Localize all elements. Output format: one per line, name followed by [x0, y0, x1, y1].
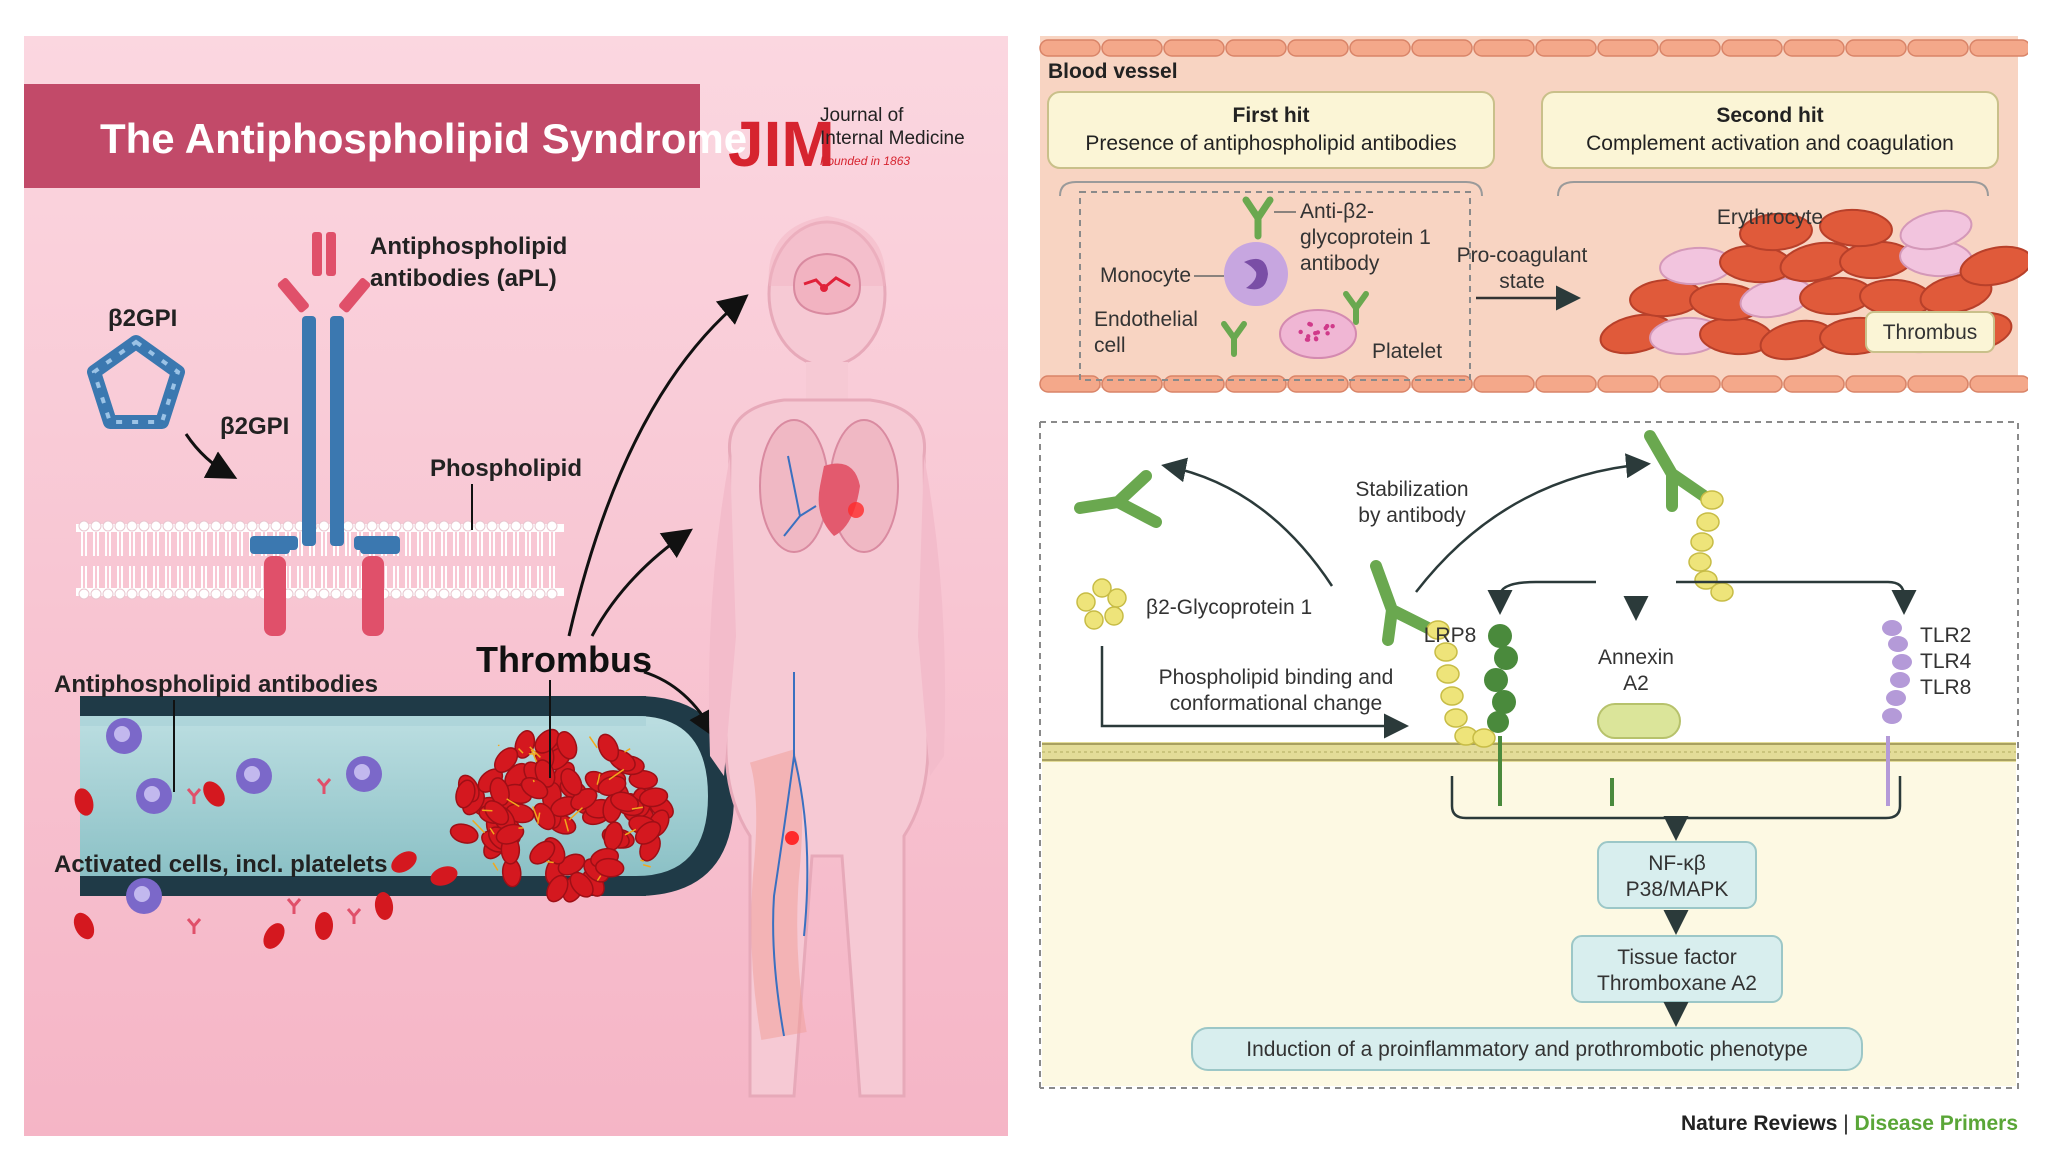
- phospholipid-label: Phospholipid: [430, 455, 582, 482]
- anti-b2-label-line1: Anti-β2-: [1300, 200, 1374, 223]
- journal-name-line2: Internal Medicine: [820, 128, 965, 149]
- stabilization-label-line1: Stabilization: [1355, 478, 1468, 501]
- b2gpi-free-label: β2GPI: [108, 305, 177, 332]
- thrombus-tag-label: Thrombus: [1883, 321, 1978, 344]
- procoagulant-label-line1: Pro-coagulant: [1457, 244, 1588, 267]
- platelet-label: Platelet: [1372, 340, 1442, 363]
- page-title: The Antiphospholipid Syndrome: [100, 115, 747, 162]
- thrombus-label: Thrombus: [476, 639, 652, 680]
- anti-b2-antibody-icon: [1242, 196, 1274, 240]
- apl-label-line1: Antiphospholipid: [370, 233, 567, 260]
- second-hit-box: [1541, 91, 1999, 169]
- annexin-label-line1: Annexin: [1598, 646, 1674, 669]
- antiphospholipid-antibodies-label: Antiphospholipid antibodies: [54, 671, 378, 698]
- right-diagram: Blood vessel First hit Presence of antip…: [1039, 36, 2028, 1135]
- blood-vessel-label: Blood vessel: [1048, 60, 1178, 83]
- antibody-small-icon: [1221, 291, 1369, 357]
- lrp8-label: LRP8: [1424, 624, 1477, 647]
- lrp8-receptor-icon: [1484, 624, 1518, 806]
- endothelial-label-line2: cell: [1094, 334, 1126, 357]
- antibody-center-icon: [1370, 560, 1434, 646]
- monocyte-label: Monocyte: [1100, 264, 1191, 287]
- stabilization-label-line2: by antibody: [1358, 504, 1466, 527]
- endothelium-top: [1039, 39, 2028, 57]
- platelet-icon: [1279, 309, 1357, 359]
- tissue-label-line1: Tissue factor: [1617, 946, 1736, 969]
- first-hit-title: First hit: [1233, 104, 1310, 127]
- b2gpi-free-icon: [87, 335, 185, 429]
- annexin-label-line2: A2: [1623, 672, 1649, 695]
- nfkb-node: [1597, 841, 1757, 909]
- procoagulant-label-line2: state: [1499, 270, 1545, 293]
- title-bar: [24, 84, 700, 188]
- journal-logo-mark: JIM: [728, 108, 835, 180]
- erythrocyte-label: Erythrocyte: [1717, 206, 1823, 229]
- activated-cells-label: Activated cells, incl. platelets: [54, 851, 387, 878]
- lumen-cells: [73, 718, 458, 949]
- first-hit-box: [1047, 91, 1495, 169]
- journal-logo: JIM Journal of Internal Medicine Founded…: [728, 105, 965, 180]
- binding-label-line2: conformational change: [1170, 692, 1382, 715]
- footer-series: Disease Primers: [1855, 1112, 2018, 1135]
- second-hit-subtitle: Complement activation and coagulation: [1586, 132, 1954, 155]
- journal-founded: Founded in 1863: [820, 154, 910, 168]
- endothelial-label-line1: Endothelial: [1094, 308, 1198, 331]
- tlr-receptor-icon: [1882, 620, 1912, 806]
- nfkb-label-line1: NF-κβ: [1648, 852, 1706, 875]
- monocyte-icon: [1224, 242, 1288, 306]
- anti-b2-label-line2: glycoprotein 1: [1300, 226, 1431, 249]
- apl-antibody-icon: [250, 232, 400, 636]
- thrombus-tag: [1865, 311, 1995, 353]
- nfkb-label-line2: P38/MAPK: [1626, 878, 1729, 901]
- footer-separator: |: [1837, 1112, 1854, 1135]
- binding-label-line1: Phospholipid binding and: [1159, 666, 1394, 689]
- tlr8-label: TLR8: [1920, 676, 1971, 699]
- antibody-free-left-icon: [1074, 470, 1162, 528]
- annexin-a2-icon: [1597, 703, 1681, 806]
- b2gpi-bound-label: β2GPI: [220, 413, 289, 440]
- antibody-bound-right-icon: [1644, 430, 1710, 512]
- tlr4-label: TLR4: [1920, 650, 1972, 673]
- anti-b2-label-line3: antibody: [1300, 252, 1380, 275]
- induction-node: [1191, 1027, 1863, 1071]
- footer-credit: Nature Reviews | Disease Primers: [1681, 1112, 2018, 1135]
- second-hit-title: Second hit: [1716, 104, 1823, 127]
- footer-brand: Nature Reviews: [1681, 1112, 1837, 1135]
- apl-label-line2: antibodies (aPL): [370, 265, 557, 292]
- b2-glycoprotein-chains: [1076, 490, 1734, 748]
- induction-label: Induction of a proinflammatory and proth…: [1246, 1038, 1808, 1061]
- first-hit-subtitle: Presence of antiphospholipid antibodies: [1085, 132, 1456, 155]
- journal-name-line1: Journal of: [820, 105, 904, 126]
- body-silhouette: [708, 216, 946, 1098]
- left-infographic: The Antiphospholipid Syndrome JIM Journa…: [24, 36, 1008, 1136]
- tlr2-label: TLR2: [1920, 624, 1971, 647]
- b2-glycoprotein-label: β2-Glycoprotein 1: [1146, 596, 1312, 619]
- thrombus-cluster: [449, 728, 674, 903]
- tissue-label-line2: Thromboxane A2: [1597, 972, 1757, 995]
